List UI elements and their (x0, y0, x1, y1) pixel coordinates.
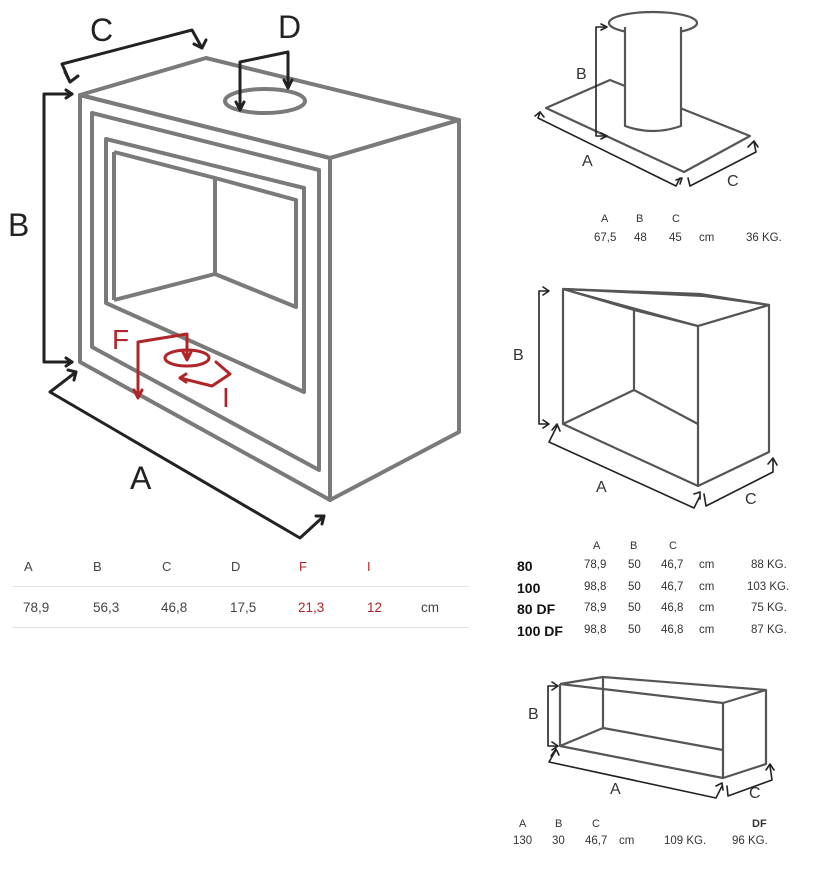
header-a: A (24, 559, 33, 574)
value-a: 78,9 (23, 600, 50, 615)
tube-label-c: C (727, 173, 739, 190)
main-dimension-lines (42, 28, 326, 540)
label-d: D (278, 9, 302, 45)
box-value-weight: 87 KG. (751, 624, 787, 636)
wide-value-unit: cm (619, 835, 635, 847)
header-c: C (162, 559, 172, 574)
box-model: 80 (517, 558, 533, 574)
tube-label-b: B (576, 66, 587, 83)
fireplace-door-frame (104, 137, 306, 394)
tube-value-unit: cm (699, 232, 715, 244)
tube-value-c: 45 (669, 232, 682, 244)
header-b: B (93, 559, 102, 574)
box-model: 100 DF (517, 623, 563, 639)
tube-value-a: 67,5 (594, 232, 617, 244)
box-header-c: C (669, 540, 677, 552)
wide-header-df: DF (752, 818, 767, 830)
box-label-c: C (745, 491, 757, 508)
fireplace-front-frame (90, 111, 321, 472)
value-i: 12 (367, 600, 383, 615)
box-value-a: 78,9 (584, 602, 607, 614)
wide-label-a: A (610, 781, 621, 798)
label-a: A (130, 460, 152, 496)
tube-value-b: 48 (634, 232, 647, 244)
box-value-c: 46,8 (661, 624, 684, 636)
header-f: F (299, 559, 307, 574)
box-header-a: A (593, 540, 601, 552)
tube-base-plate (544, 78, 752, 174)
label-f: F (112, 324, 130, 355)
flue-opening (223, 87, 307, 115)
box-value-unit: cm (699, 559, 715, 571)
wide-value-a: 130 (513, 835, 533, 847)
wide-label-b: B (528, 706, 539, 723)
wide-value-c: 46,7 (585, 835, 608, 847)
box-value-unit: cm (699, 581, 715, 593)
box-value-a: 98,8 (584, 581, 607, 593)
box-value-unit: cm (699, 602, 715, 614)
wide-header-c: C (592, 818, 600, 830)
box-model: 100 (517, 580, 541, 596)
box-value-b: 50 (628, 559, 641, 571)
main-table-values: 78,9 56,3 46,8 17,5 21,3 12 cm (12, 587, 469, 628)
fireplace-inner-back (113, 150, 298, 309)
air-inlet-dimension (132, 332, 232, 400)
box-value-b: 50 (628, 602, 641, 614)
wide-value-b: 30 (552, 835, 565, 847)
wide-header-a: A (519, 818, 527, 830)
tube-header-c: C (672, 213, 680, 225)
wide-label-c: C (749, 785, 761, 802)
label-c: C (90, 12, 114, 48)
box-value-unit: cm (699, 624, 715, 636)
main-spec-table: A B C D F I 78,9 56,3 46,8 17,5 21,3 12 … (12, 547, 469, 628)
tube-body (623, 27, 683, 133)
value-unit: cm (421, 600, 439, 615)
value-c: 46,8 (161, 600, 188, 615)
value-b: 56,3 (93, 600, 120, 615)
label-i: I (222, 382, 230, 413)
box-label-a: A (596, 479, 607, 496)
tube-value-weight: 36 KG. (746, 232, 782, 244)
wide-value-df-weight: 96 KG. (732, 835, 768, 847)
box-header-b: B (630, 540, 638, 552)
box-value-c: 46,7 (661, 581, 684, 593)
header-d: D (231, 559, 241, 574)
tube-label-a: A (582, 153, 593, 170)
box-value-a: 78,9 (584, 559, 607, 571)
tube-header-b: B (636, 213, 644, 225)
box-value-c: 46,7 (661, 559, 684, 571)
wide-header-b: B (555, 818, 563, 830)
box-label-b: B (513, 347, 524, 364)
box-model: 80 DF (517, 601, 556, 617)
box-value-c: 46,8 (661, 602, 684, 614)
box-value-weight: 103 KG. (747, 581, 790, 593)
box-value-a: 98,8 (584, 624, 607, 636)
box-value-weight: 88 KG. (751, 559, 787, 571)
box-value-weight: 75 KG. (751, 602, 787, 614)
wide-value-weight: 109 KG. (664, 835, 707, 847)
tube-header-a: A (601, 213, 609, 225)
fireplace-outline (78, 56, 461, 502)
value-f: 21,3 (298, 600, 325, 615)
value-d: 17,5 (230, 600, 257, 615)
box-value-b: 50 (628, 624, 641, 636)
box-value-b: 50 (628, 581, 641, 593)
label-b: B (8, 207, 30, 243)
fireplace-side-face (328, 118, 461, 502)
main-table-header: A B C D F I (12, 547, 469, 587)
header-i: I (367, 559, 371, 574)
